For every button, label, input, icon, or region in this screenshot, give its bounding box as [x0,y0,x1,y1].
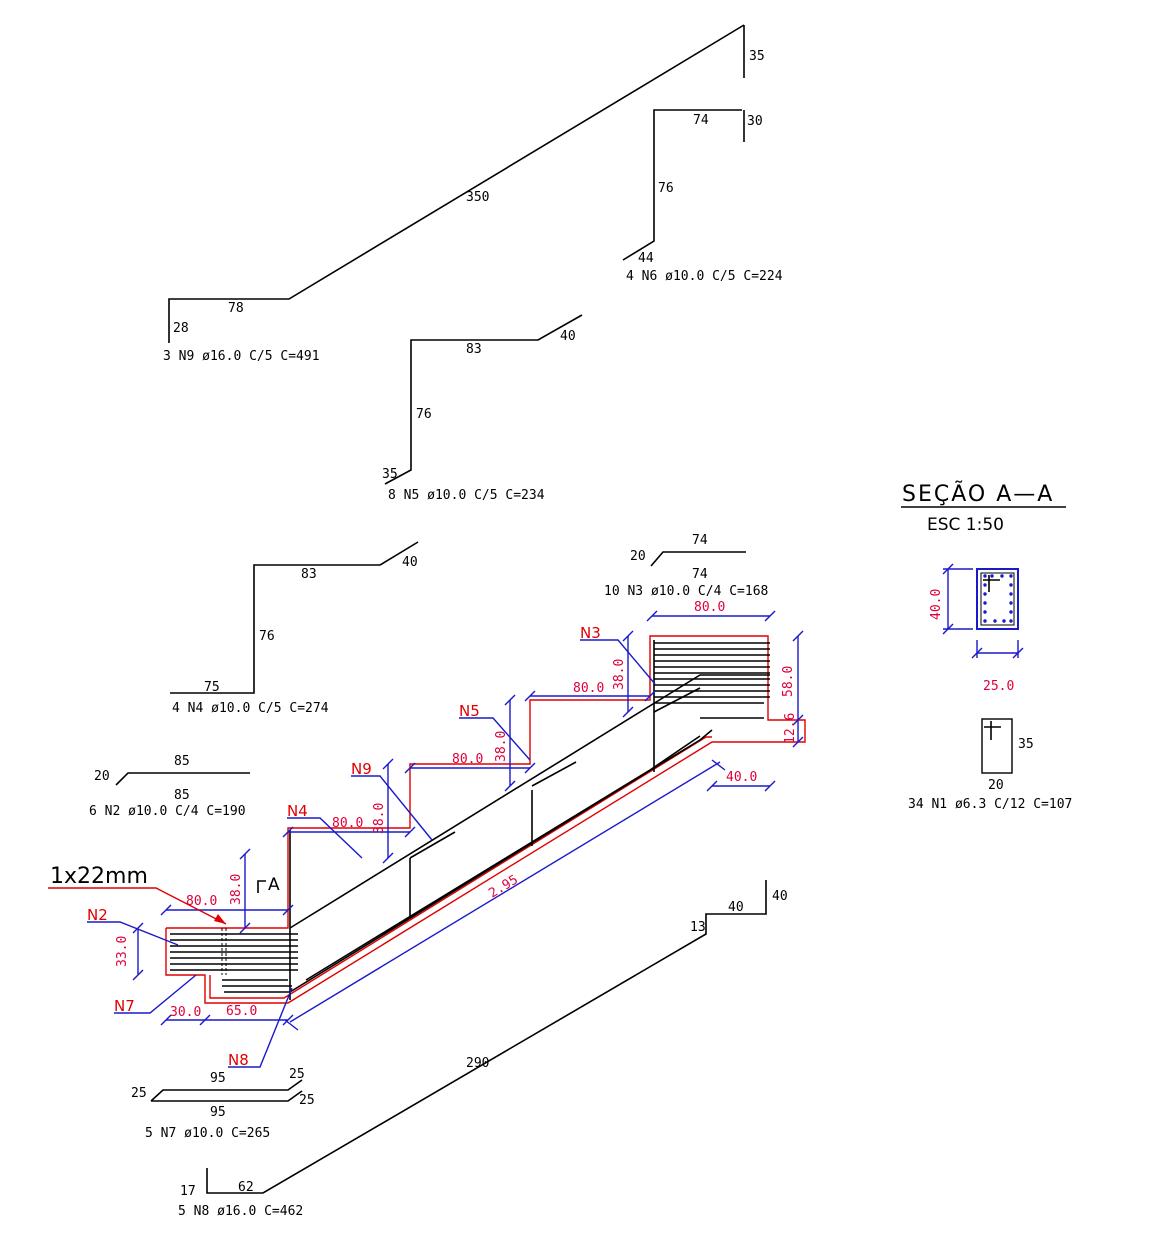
bar-n9-label: 3 N9 ø16.0 C/5 C=491 [163,349,320,364]
section-height-dim: 40.0 [929,589,944,620]
bar-n7-shape [150,1079,303,1102]
bar-n2-dim: 85 [174,788,190,803]
bar-n3-shape [650,551,746,567]
bar-n1-label: 34 N1 ø6.3 C/12 C=107 [908,797,1072,812]
stair-dim: 80.0 [332,816,363,831]
bar-n9-dim: 78 [228,301,244,316]
bar-n9-dim: 350 [466,190,489,205]
stair-dim: 12.6 [783,713,798,744]
bar-n8-shape [206,880,767,1194]
cut-mark-label: A [268,875,280,895]
bar-n8-dim: 17 [180,1184,196,1199]
bar-n7-dim: 95 [210,1071,226,1086]
stair-drawing [48,610,806,1068]
stair-tag: N2 [87,906,108,924]
stair-dim: 38.0 [372,803,387,834]
bar-n1-dim: 35 [1018,737,1034,752]
bar-n2-label: 6 N2 ø10.0 C/4 C=190 [89,804,246,819]
stair-dim: 65.0 [226,1004,257,1019]
bar-n5-dim: 40 [560,329,576,344]
bar-n7-dim: 95 [210,1105,226,1120]
bar-n8-dim: 13 [690,920,706,935]
bar-n5-label: 8 N5 ø10.0 C/5 C=234 [388,488,545,503]
bar-n4-dim: 40 [402,555,418,570]
stair-dim: 38.0 [612,659,627,690]
bar-n4-shape [170,541,419,694]
bar-n6-shape [622,109,745,261]
bar-n2-dim: 20 [94,769,110,784]
bar-n7-label: 5 N7 ø10.0 C=265 [145,1126,270,1141]
bar-n2-dim: 85 [174,754,190,769]
section-width-dim: 25.0 [983,679,1014,694]
section-scale: ESC 1:50 [927,515,1004,535]
section-title: SEÇÃO A—A [902,480,1054,507]
bar-n6-dim: 74 [693,113,709,128]
bar-n8-dim: 62 [238,1180,254,1195]
stair-tag: N3 [580,624,601,642]
stair-tag: N9 [351,760,372,778]
stair-tag: N4 [287,802,308,820]
bar-n4-label: 4 N4 ø10.0 C/5 C=274 [172,701,329,716]
stair-dim: 80.0 [186,894,217,909]
stair-dim: 38.0 [494,731,509,762]
bar-n7-dim: 25 [131,1086,147,1101]
bar-n9-dim: 35 [749,49,765,64]
bar-n4-dim: 75 [204,680,220,695]
stair-tag: N8 [228,1051,249,1069]
bar-n5-dim: 35 [382,467,398,482]
bar-n9-shape [168,24,745,343]
bar-n6-dim: 76 [658,181,674,196]
bar-n5-dim: 83 [466,342,482,357]
bar-n7-dim: 25 [289,1067,305,1082]
bar-n4-dim: 76 [259,629,275,644]
bar-n9-dim: 28 [173,321,189,336]
bar-n8-label: 5 N8 ø16.0 C=462 [178,1204,303,1219]
bar-n1-dim: 20 [988,778,1004,793]
bar-n8-dim: 290 [466,1056,489,1071]
stair-dim: 33.0 [115,936,130,967]
bar-n5-dim: 76 [416,407,432,422]
bar-n5-shape [384,314,583,485]
stair-dim: 80.0 [694,600,725,615]
bar-n2-shape [115,772,250,786]
bar-n7-dim: 25 [299,1093,315,1108]
bar-n6-dim: 44 [638,251,654,266]
stair-dim: 2.95 [486,872,521,901]
rebar-note: 1x22mm [50,864,148,889]
stair-tag: N7 [114,997,135,1015]
bar-n4-dim: 83 [301,567,317,582]
stair-dim: 40.0 [726,770,757,785]
bar-n3-label: 10 N3 ø10.0 C/4 C=168 [604,584,768,599]
stair-dim: 80.0 [452,752,483,767]
bar-n8-dim: 40 [772,889,788,904]
section-a-a-drawing [942,563,1024,659]
bar-n3-dim: 74 [692,567,708,582]
stair-dim: 38.0 [229,874,244,905]
bar-n8-dim: 40 [728,900,744,915]
stair-dim: 58.0 [781,666,796,697]
bar-n6-dim: 30 [747,114,763,129]
stair-dim: 30.0 [170,1005,201,1020]
bar-n3-dim: 20 [630,549,646,564]
bar-n3-dim: 74 [692,533,708,548]
bar-n1-shape [981,718,1013,774]
stair-tag: N5 [459,702,480,720]
stair-dim: 80.0 [573,681,604,696]
bar-n6-label: 4 N6 ø10.0 C/5 C=224 [626,269,783,284]
